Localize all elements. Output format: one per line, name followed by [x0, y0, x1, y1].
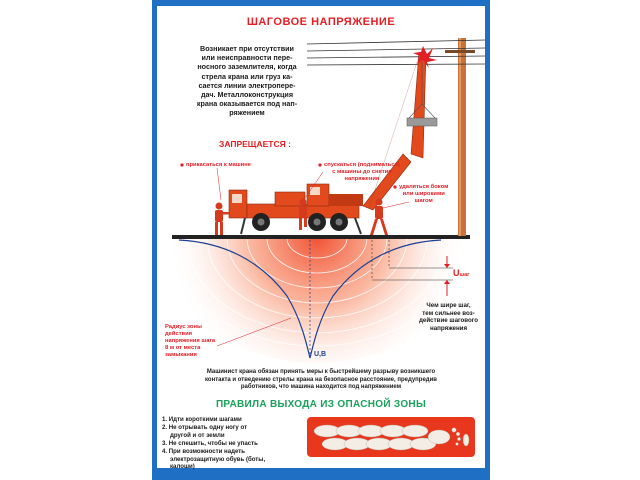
voltage-symbol: U [453, 268, 460, 278]
poster-panel: ШАГОВОЕ НАПРЯЖЕНИЕ Возникает при отсутст… [157, 6, 485, 471]
rule-item: электрозащитную обувь (боты, [170, 455, 266, 463]
instruction-line: контакта и отведению стрелы крана на без… [205, 376, 437, 383]
rule-item: другой и от земли [170, 431, 225, 439]
driver-instruction: Машинист крана обязан принять меры к быс… [165, 369, 477, 392]
rule-item: 1. Идти короткими шагами [162, 416, 242, 423]
step-note-line: тем сильнее воз- [422, 309, 475, 317]
zone-note-line: Радиус зоны [165, 324, 202, 330]
forbidden-descend-line: с машины до снятия [332, 169, 392, 175]
intro-text: Возникает при отсутствии или неисправнос… [167, 44, 327, 118]
bullet-icon [318, 163, 322, 167]
step-voltage-marker [371, 236, 453, 296]
instruction-line: Машинист крана обязан принять меры к быс… [206, 369, 436, 375]
step-note: Чем шире шаг, тем сильнее воз- действие … [419, 302, 478, 332]
forbidden-move-line: шагом [414, 198, 433, 204]
rule-item: 2. Не отрывать одну ногу от [162, 423, 248, 431]
intro-line: дач. Металлоконструкция [200, 90, 294, 100]
forbidden-descend-line: спускаться (подниматься) [324, 162, 400, 168]
forbidden-move-line: удаляться боком [399, 184, 449, 190]
bullet-icon [393, 185, 397, 189]
intro-line: крана оказывается под нап- [196, 99, 298, 109]
rule-item: 3. Не спешить, чтобы не упасть [162, 439, 258, 447]
intro-line: сается линии электропере- [198, 80, 296, 90]
ground-line [172, 235, 470, 239]
safety-poster: ШАГОВОЕ НАПРЯЖЕНИЕ Возникает при отсутст… [152, 0, 490, 480]
zone-note-line: 8 м от места [165, 345, 201, 351]
zone-note-line: замыкания [165, 352, 197, 358]
poster-title: ШАГОВОЕ НАПРЯЖЕНИЕ [246, 16, 396, 28]
rule-item: калоши) [170, 463, 195, 471]
spark-icon [413, 46, 437, 68]
intro-line: носного заземлителя, когда [197, 62, 297, 72]
forbidden-descend-line: напряжения [344, 176, 380, 182]
intro-line: стрела крана или груз ка- [201, 71, 293, 81]
zone-note-line: напряжения шага [165, 338, 216, 344]
illustration [157, 38, 485, 457]
forbidden-move-line: или широкими [402, 191, 445, 197]
voltage-subscript: шаг [459, 272, 470, 278]
step-note-line: напряжения [429, 324, 468, 332]
pointer-line [382, 201, 410, 209]
power-line [306, 38, 485, 236]
forbidden-heading: ЗАПРЕЩАЕТСЯ : [219, 139, 291, 149]
step-voltage-label: Uшаг [453, 268, 469, 278]
pointer-line [304, 171, 324, 199]
rules-list: 1. Идти короткими шагами 2. Не отрывать … [162, 416, 300, 471]
step-note-line: действие шагового [419, 317, 479, 325]
zone-note: Радиус зоны действия напряжения шага 8 м… [165, 324, 215, 359]
voltage-field [157, 238, 477, 363]
rules-title: ПРАВИЛА ВЫХОДА ИЗ ОПАСНОЙ ЗОНЫ [215, 399, 427, 410]
forbidden-touch: прикасаться к машине [186, 162, 251, 168]
intro-line: ряжением [229, 108, 265, 118]
worker-touching-icon [215, 202, 230, 235]
source-voltage-label: U,B [314, 351, 327, 358]
pointer-line [216, 317, 292, 347]
forbidden-move-away: удаляться боком или широкими шагом [399, 184, 448, 205]
bullet-icon [180, 163, 184, 167]
worker-walking-icon [370, 198, 388, 235]
worker-descending-icon [299, 198, 307, 230]
intro-line: Возникает при отсутствии [200, 44, 294, 53]
load [406, 117, 438, 127]
pointer-line [216, 167, 222, 201]
intro-line: или неисправности пере- [201, 53, 293, 63]
step-note-line: Чем шире шаг, [426, 302, 471, 309]
instruction-line: работников, что машина находится под нап… [240, 384, 402, 391]
footprint-illustration [307, 417, 475, 457]
rule-item: 4. При возможности надеть [162, 447, 246, 455]
zone-note-line: действия [165, 331, 193, 337]
forbidden-descend: спускаться (подниматься) с машины до сня… [324, 162, 400, 183]
